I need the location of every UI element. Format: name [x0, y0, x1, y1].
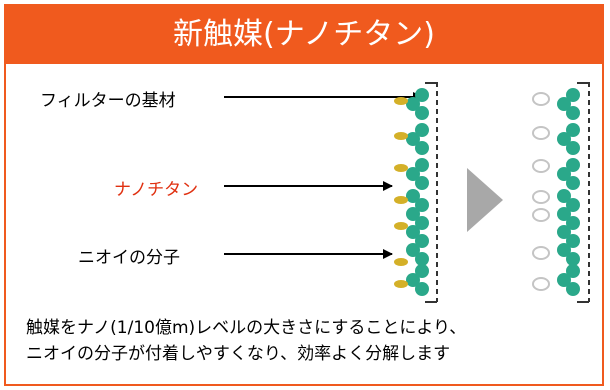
- catalyst-particle: [566, 123, 580, 137]
- caption-line-2: ニオイの分子が付着しやすくなり、効率よく分解します: [26, 344, 451, 364]
- catalyst-particle: [566, 234, 580, 248]
- caption: 触媒をナノ(1/10億m)レベルの大きさにすることにより、 ニオイの分子が付着し…: [26, 315, 466, 367]
- catalyst-particle: [557, 225, 571, 239]
- label-odor-molecule: ニオイの分子: [78, 248, 180, 268]
- catalyst-particle: [415, 216, 429, 230]
- catalyst-particle: [557, 167, 571, 181]
- catalyst-particle: [566, 88, 580, 102]
- label-nano-titan: ナノチタン: [114, 180, 199, 200]
- catalyst-particle: [406, 167, 420, 181]
- catalyst-particle: [415, 252, 429, 266]
- catalyst-particle: [566, 282, 580, 296]
- diagram-panel: 新触媒(ナノチタン): [4, 4, 604, 386]
- catalyst-particle: [566, 198, 580, 212]
- catalyst-particle: [406, 273, 420, 287]
- catalyst-particle: [415, 106, 429, 120]
- catalyst-particle: [566, 106, 580, 120]
- odor-molecule: [394, 258, 408, 266]
- catalyst-cluster-after: [557, 88, 580, 296]
- catalyst-particle: [415, 198, 429, 212]
- catalyst-particle: [566, 264, 580, 278]
- catalyst-particle: [557, 273, 571, 287]
- catalyst-particle: [557, 243, 571, 257]
- catalyst-particle: [415, 123, 429, 137]
- catalyst-particle: [406, 225, 420, 239]
- catalyst-cluster-before: [406, 88, 429, 296]
- catalyst-particle: [557, 97, 571, 111]
- decomposed-molecule: [532, 159, 550, 173]
- odor-molecule: [394, 132, 408, 140]
- catalyst-particle: [415, 141, 429, 155]
- catalyst-particle: [566, 252, 580, 266]
- catalyst-particle: [415, 88, 429, 102]
- catalyst-particle: [406, 243, 420, 257]
- catalyst-particle: [415, 264, 429, 278]
- process-arrow-icon: [467, 168, 503, 232]
- catalyst-particle: [406, 132, 420, 146]
- odor-molecule: [394, 222, 408, 230]
- catalyst-particle: [566, 141, 580, 155]
- catalyst-particle: [566, 176, 580, 190]
- catalyst-particle: [406, 97, 420, 111]
- catalyst-particle: [415, 176, 429, 190]
- odor-molecule: [394, 164, 408, 172]
- label-filter-base: フィルターの基材: [40, 91, 176, 111]
- catalyst-particle: [415, 282, 429, 296]
- decomposed-molecule: [532, 92, 550, 106]
- odor-molecule: [394, 196, 408, 204]
- catalyst-particle: [415, 158, 429, 172]
- catalyst-particle: [557, 189, 571, 203]
- odor-molecule: [394, 280, 408, 288]
- odor-molecule: [394, 97, 408, 105]
- odor-molecules-before: [394, 97, 408, 288]
- decomposed-molecule: [532, 208, 550, 222]
- decomposed-molecule: [532, 126, 550, 140]
- decomposed-molecule: [532, 246, 550, 260]
- catalyst-particle: [557, 207, 571, 221]
- catalyst-particle: [406, 207, 420, 221]
- catalyst-particle: [406, 189, 420, 203]
- decomposed-molecules: [532, 92, 550, 291]
- caption-line-1: 触媒をナノ(1/10億m)レベルの大きさにすることにより、: [26, 318, 467, 338]
- catalyst-particle: [566, 158, 580, 172]
- catalyst-particle: [557, 132, 571, 146]
- decomposed-molecule: [532, 190, 550, 204]
- decomposed-molecule: [532, 277, 550, 291]
- panel-title: 新触媒(ナノチタン): [6, 6, 602, 64]
- catalyst-particle: [415, 234, 429, 248]
- catalyst-particle: [566, 216, 580, 230]
